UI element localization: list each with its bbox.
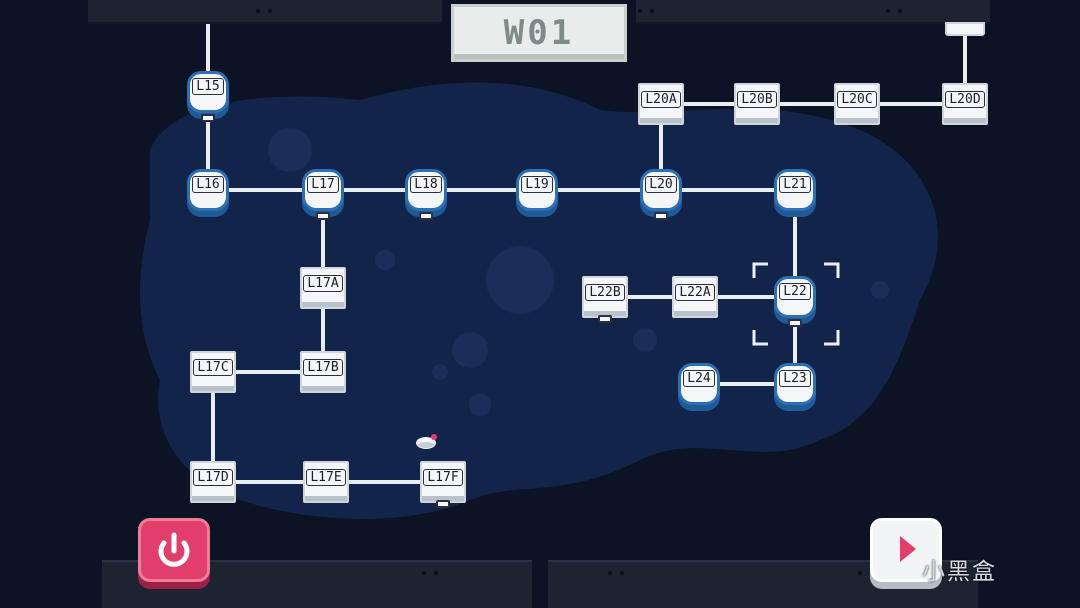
world-title-plate: W01 [451,4,627,62]
level-label: L24 [683,370,715,387]
panel-rivets [638,8,658,14]
level-connector-tab [788,319,802,327]
level-node-l20a[interactable]: L20A [638,83,684,125]
level-node-l17f[interactable]: L17F [420,461,466,508]
level-label: L19 [521,176,553,193]
level-connector-tab [419,212,433,220]
level-label: L22 [779,283,811,300]
level-label: L23 [779,370,811,387]
panel-rivets [422,570,442,576]
level-node-l20c[interactable]: L20C [834,83,880,125]
level-node-l17e[interactable]: L17E [303,461,349,503]
level-label: L22A [675,284,715,301]
panel-rivets [858,570,878,576]
panel-rivets [886,8,906,14]
level-connector-tab [316,212,330,220]
level-label: L20C [837,91,877,108]
level-connector-tab [598,315,612,323]
level-label: L17F [423,469,463,486]
level-node-l20[interactable]: L20 [640,169,682,220]
level-label: L18 [410,176,442,193]
level-node-l17a[interactable]: L17A [300,267,346,309]
level-node-l19[interactable]: L19 [516,169,558,211]
level-node-l17d[interactable]: L17D [190,461,236,503]
level-node-l17[interactable]: L17 [302,169,344,220]
level-label: L20A [641,91,681,108]
level-label: L17C [193,359,233,376]
level-label: L20 [645,176,677,193]
level-label: L17 [307,176,339,193]
level-node-l22b[interactable]: L22B [582,276,628,323]
top-right-connector [945,22,985,36]
level-node-l17b[interactable]: L17B [300,351,346,393]
level-label: L16 [192,176,224,193]
level-label: L20D [945,91,985,108]
panel-rivets [608,570,628,576]
level-label: L17B [303,359,343,376]
level-label: L20B [737,91,777,108]
level-node-l18[interactable]: L18 [405,169,447,220]
play-button[interactable] [870,518,942,582]
play-icon [900,536,916,562]
level-node-l15[interactable]: L15 [187,71,229,122]
power-icon [158,532,190,567]
level-connector-tab [436,500,450,508]
selection-cursor-icon [752,262,840,346]
level-node-l20b[interactable]: L20B [734,83,780,125]
level-node-l17c[interactable]: L17C [190,351,236,393]
top-panel-left [88,0,526,24]
world-title: W01 [503,13,575,53]
level-label: L15 [192,78,224,95]
level-node-l16[interactable]: L16 [187,169,229,211]
level-node-l24[interactable]: L24 [678,363,720,405]
power-button[interactable] [138,518,210,582]
level-node-l20d[interactable]: L20D [942,83,988,125]
level-connector-tab [201,114,215,122]
watermark-text: 小黑盒 [922,559,997,585]
level-label: L17A [303,275,343,292]
level-label: L21 [779,176,811,193]
level-connector-tab [654,212,668,220]
level-node-l22[interactable]: L22 [774,276,816,327]
player-blob-icon [414,432,440,450]
level-node-l21[interactable]: L21 [774,169,816,211]
level-node-l22a[interactable]: L22A [672,276,718,318]
level-label: L17E [306,469,346,486]
level-node-l23[interactable]: L23 [774,363,816,405]
top-panel-right [636,0,990,24]
level-label: L17D [193,469,233,486]
panel-rivets [256,8,276,14]
level-label: L22B [585,284,625,301]
